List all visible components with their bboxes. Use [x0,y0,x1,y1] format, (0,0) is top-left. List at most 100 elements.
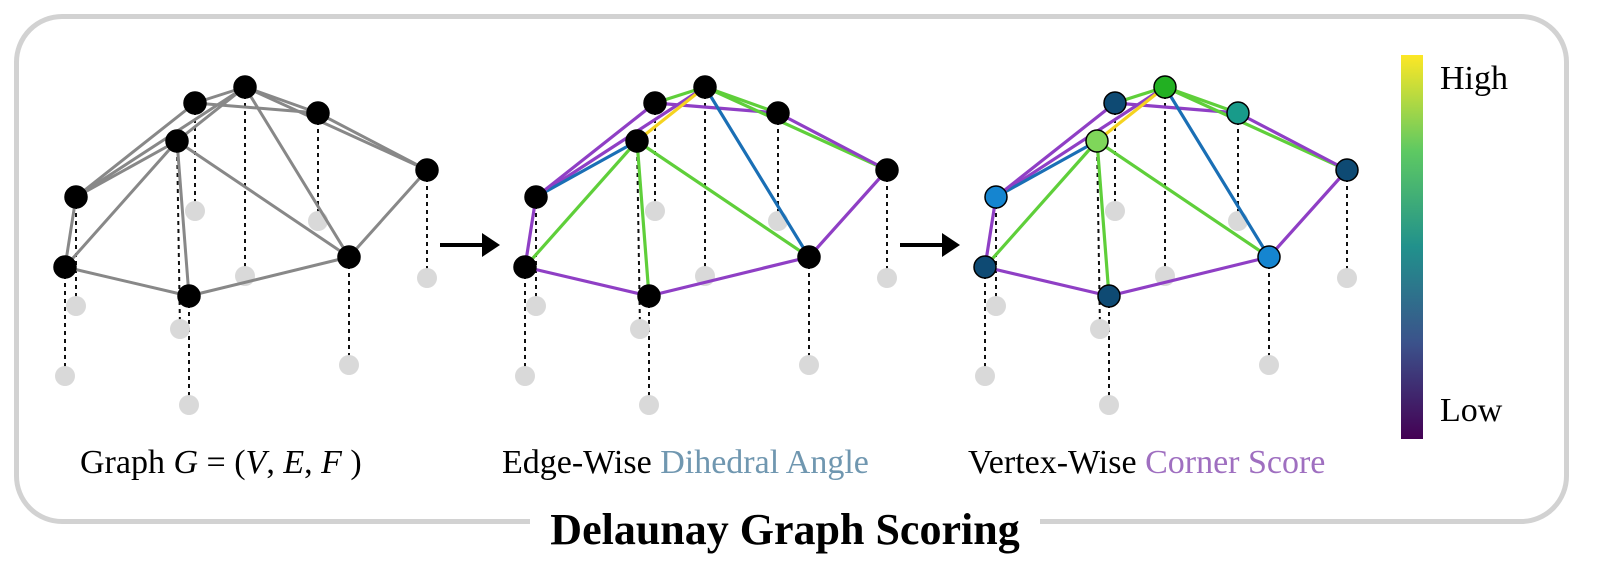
graph-vertex [1097,284,1121,308]
graph-vertex [625,129,649,153]
graph-edge [983,195,998,269]
graph-edge [63,265,191,298]
caption-graph: Graph G = (V, E, F ) [80,444,362,482]
graph-vertex [797,245,821,269]
ground-node [639,395,659,415]
graph-edge [635,85,707,143]
graph-edge [175,139,351,259]
ground-node [185,201,205,221]
graph-edge [534,101,657,199]
caption-graph-V: V [245,444,267,481]
ground-node [339,355,359,375]
graph-vertex [1103,91,1127,115]
colorbar-low-label: Low [1440,392,1503,429]
flow-arrow-head [942,233,960,257]
ground-node [417,268,437,288]
ground-node [1099,395,1119,415]
graph-vertex [337,245,361,269]
caption-graph-eq: = ( [198,444,246,481]
caption-graph-F: F [321,444,342,481]
graph-edge [74,139,179,199]
graph-edge [994,101,1117,199]
diagram-title: Delaunay Graph Scoring [530,498,1040,562]
panel-2 [513,75,899,415]
graph-edge [635,139,651,298]
graph-vertex [177,284,201,308]
ground-node [630,319,650,339]
ground-node [170,319,190,339]
caption-vertex-accent: Corner Score [1145,444,1326,481]
graph-vertex [766,101,790,125]
graph-edge [1267,168,1349,259]
graph-edge [1236,111,1349,172]
graph-edge [1095,139,1111,298]
caption-vertex-prefix: Vertex-Wise [968,444,1146,481]
graph-vertex [1085,129,1109,153]
graph-edge [347,168,429,259]
graph-edge [807,168,889,259]
graph-vertex [306,101,330,125]
ground-node [1105,201,1125,221]
graph-edge [175,85,247,143]
ground-node [526,296,546,316]
graph-vertex [1153,75,1177,99]
ground-node [1228,211,1248,231]
ground-node [55,366,75,386]
graph-edge [523,265,651,298]
graph-edge [63,195,78,269]
caption-graph-G: G [173,444,199,481]
ground-node [975,366,995,386]
ground-node [1090,319,1110,339]
panel-1 [53,75,439,415]
graph-vertex [513,255,537,279]
ground-node [799,355,819,375]
graph-edge [523,139,639,269]
ground-node [1259,355,1279,375]
graph-edge [74,101,197,199]
ground-node [66,296,86,316]
ground-node [515,366,535,386]
graph-edge [1095,85,1167,143]
caption-edge-accent: Dihedral Angle [660,444,869,481]
graph-edge [983,265,1111,298]
graph-edge [243,85,429,172]
graph-vertex [1257,245,1281,269]
graph-vertex [183,91,207,115]
graph-vertex [64,185,88,209]
ground-node [877,268,897,288]
graph-edge [534,139,639,199]
graph-edge [983,139,1099,269]
ground-node [308,211,328,231]
graph-vertex [165,129,189,153]
graph-edge [635,139,811,259]
graph-vertex [524,185,548,209]
graph-edge [175,139,191,298]
colorbar-high-label: High [1440,60,1508,97]
caption-graph-close: ) [341,444,362,481]
graph-edge [1163,85,1349,172]
graph-vertex [693,75,717,99]
graph-edge [994,139,1099,199]
graph-vertex [643,91,667,115]
flow-arrow-head [482,233,500,257]
graph-vertex [233,75,257,99]
caption-edge: Edge-Wise Dihedral Angle [502,444,869,482]
caption-graph-c2: , [304,444,322,481]
caption-graph-prefix: Graph [80,444,174,481]
graph-edge [1095,139,1271,259]
colorbar [1401,55,1423,439]
caption-graph-c1: , [266,444,284,481]
caption-edge-prefix: Edge-Wise [502,444,661,481]
ground-node [1337,268,1357,288]
ground-node [768,211,788,231]
graph-edge [1163,85,1271,259]
graph-vertex [415,158,439,182]
graph-edge [647,255,811,298]
graph-edge [523,195,538,269]
graph-edge [187,255,351,298]
graph-vertex [984,185,1008,209]
graph-vertex [637,284,661,308]
graph-edge [703,85,889,172]
